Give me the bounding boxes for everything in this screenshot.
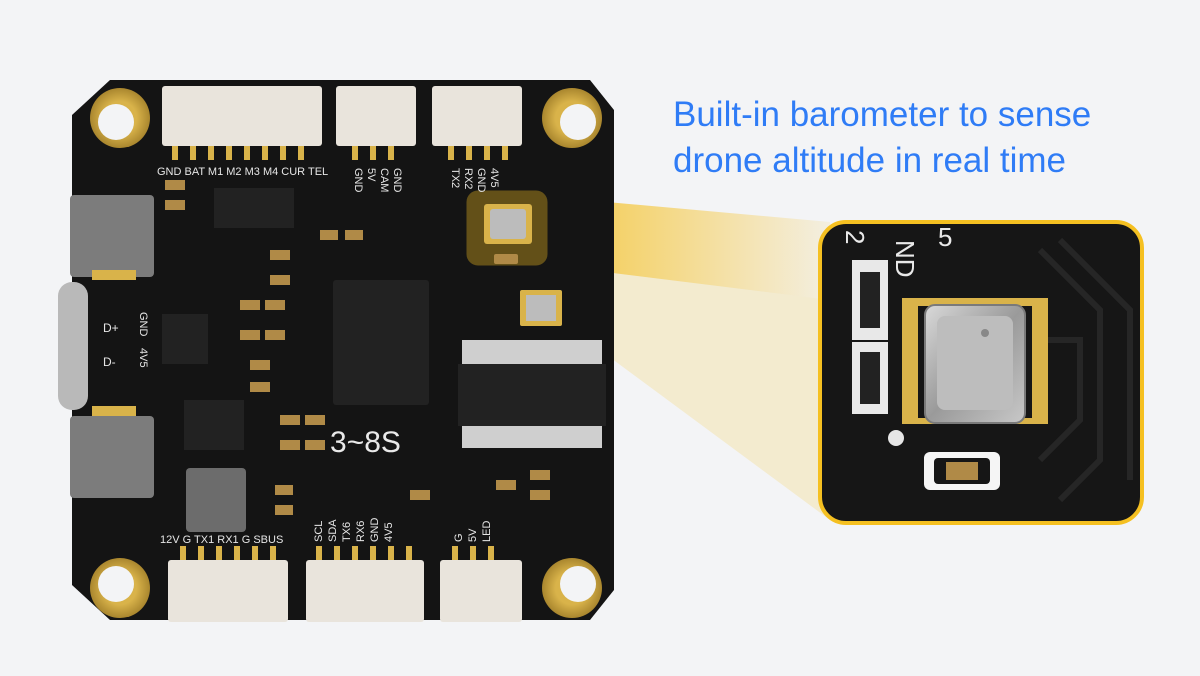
inset-silk-2: ND bbox=[890, 240, 920, 278]
top-mid-label-1: GND bbox=[352, 168, 364, 193]
connector-bottom-mid bbox=[306, 560, 424, 622]
connector-bottom-left bbox=[168, 560, 288, 622]
connector-pins bbox=[172, 146, 508, 560]
top-mid-label-4: GND bbox=[391, 168, 403, 193]
usb-label-gnd: GND bbox=[137, 312, 149, 337]
top-mid-label-2: 5V bbox=[365, 168, 377, 182]
bottom-mid-label-3: TX6 bbox=[341, 522, 353, 542]
feature-headline: Built-in barometer to sense drone altitu… bbox=[673, 92, 1173, 184]
bottom-mid-label-5: GND bbox=[369, 518, 381, 543]
bottom-left-connector-label: 12V G TX1 RX1 G SBUS bbox=[160, 534, 283, 546]
headline-line-2: drone altitude in real time bbox=[673, 141, 1066, 180]
mounting-hole bbox=[90, 88, 150, 148]
driver-ic bbox=[458, 364, 606, 426]
bottom-mid-label-4: RX6 bbox=[355, 521, 367, 542]
inset-silk-1: 5 bbox=[938, 222, 952, 252]
top-right-label-2: RX2 bbox=[462, 168, 474, 189]
usb-c-port bbox=[58, 282, 88, 410]
bottom-mid-label-2: SDA bbox=[327, 519, 339, 542]
top-right-label-4: 4V5 bbox=[488, 168, 500, 188]
connector-bottom-right bbox=[440, 560, 522, 622]
mounting-hole bbox=[542, 88, 602, 148]
usb-label-dminus: D- bbox=[103, 355, 116, 369]
zoom-inset: 5 ND 2 bbox=[818, 220, 1144, 525]
top-left-connector-label: GND BAT M1 M2 M3 M4 CUR TEL bbox=[157, 166, 328, 178]
bottom-mid-label-1: SCL bbox=[313, 521, 325, 542]
top-mid-label-3: CAM bbox=[378, 168, 390, 192]
top-right-label-1: TX2 bbox=[449, 168, 461, 188]
mounting-hole bbox=[542, 558, 602, 618]
passive-components bbox=[165, 180, 550, 515]
side-connector-top bbox=[70, 195, 154, 277]
connector-top-left bbox=[162, 86, 322, 146]
bottom-right-label-3: LED bbox=[481, 521, 493, 542]
bottom-mid-label-6: 4V5 bbox=[383, 522, 395, 542]
connector-top-mid bbox=[336, 86, 416, 146]
headline-line-1: Built-in barometer to sense bbox=[673, 95, 1092, 134]
side-connector-bottom bbox=[70, 416, 154, 498]
usb-label-dplus: D+ bbox=[103, 321, 119, 335]
inductor bbox=[186, 468, 246, 532]
bottom-right-label-2: 5V bbox=[467, 528, 479, 542]
bottom-right-label-1: G bbox=[453, 533, 465, 542]
top-right-label-3: GND bbox=[475, 168, 487, 193]
pcb-board: GND BAT M1 M2 M3 M4 CUR TEL GND 5V CAM G… bbox=[58, 80, 614, 622]
mcu-chip bbox=[333, 280, 429, 405]
voltage-label: 3~8S bbox=[330, 426, 401, 459]
usb-label-4v5: 4V5 bbox=[137, 348, 149, 368]
inset-silk-3: 2 bbox=[840, 230, 870, 244]
connector-top-right bbox=[432, 86, 522, 146]
mounting-hole bbox=[90, 558, 150, 618]
